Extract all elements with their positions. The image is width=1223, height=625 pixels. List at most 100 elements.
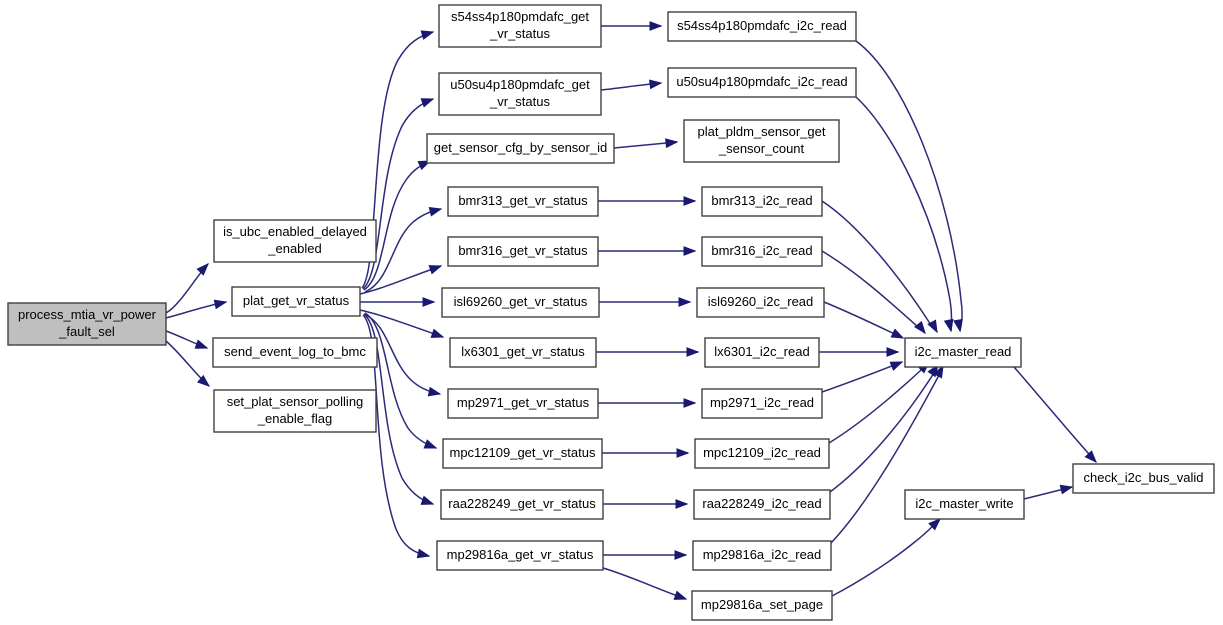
arrowhead-icon bbox=[1084, 450, 1097, 464]
node-isl69260_i2c_read[interactable]: isl69260_i2c_read bbox=[696, 287, 825, 318]
node-mp29816a_i2c_read[interactable]: mp29816a_i2c_read bbox=[692, 540, 832, 571]
node-mp29816a_get_vr_status[interactable]: mp29816a_get_vr_status bbox=[436, 540, 604, 571]
arrowhead-icon bbox=[197, 374, 211, 387]
arrowhead-icon bbox=[648, 79, 663, 90]
node-box[interactable] bbox=[667, 67, 857, 98]
arrowhead-icon bbox=[428, 207, 443, 217]
node-box[interactable] bbox=[447, 186, 599, 217]
node-box[interactable] bbox=[696, 287, 825, 318]
edge-mp29816a_get_vr_status-to-mp29816a_set_page bbox=[602, 567, 687, 600]
node-box[interactable] bbox=[441, 287, 600, 318]
edge-s54ss4p180pmdafc_i2c_read-to-i2c_master_read bbox=[855, 40, 963, 332]
node-mp2971_get_vr_status[interactable]: mp2971_get_vr_status bbox=[447, 388, 599, 419]
node-bmr313_get_vr_status[interactable]: bmr313_get_vr_status bbox=[447, 186, 599, 217]
node-box[interactable] bbox=[693, 489, 831, 520]
arrowhead-icon bbox=[686, 347, 700, 357]
node-box[interactable] bbox=[904, 489, 1025, 520]
node-is_ubc_enabled_delayed_enabled[interactable]: is_ubc_enabled_delayed_enabled bbox=[213, 219, 377, 263]
node-box[interactable] bbox=[436, 540, 604, 571]
node-box[interactable] bbox=[426, 133, 615, 164]
node-plat_pldm_sensor_get_sensor_count[interactable]: plat_pldm_sensor_get_sensor_count bbox=[683, 119, 840, 163]
arrowhead-icon bbox=[213, 299, 228, 310]
arrowhead-icon bbox=[953, 318, 963, 333]
arrowhead-icon bbox=[416, 548, 431, 559]
node-lx6301_get_vr_status[interactable]: lx6301_get_vr_status bbox=[449, 337, 597, 368]
arrowhead-icon bbox=[928, 518, 942, 531]
node-i2c_master_write[interactable]: i2c_master_write bbox=[904, 489, 1025, 520]
node-mpc12109_get_vr_status[interactable]: mpc12109_get_vr_status bbox=[442, 438, 603, 469]
arrowhead-icon bbox=[673, 590, 688, 600]
node-box[interactable] bbox=[701, 236, 823, 267]
arrowhead-icon bbox=[683, 246, 697, 256]
node-box[interactable] bbox=[1072, 463, 1215, 494]
node-box[interactable] bbox=[683, 119, 840, 163]
node-box[interactable] bbox=[440, 489, 604, 520]
node-isl69260_get_vr_status[interactable]: isl69260_get_vr_status bbox=[441, 287, 600, 318]
node-plat_get_vr_status[interactable]: plat_get_vr_status bbox=[231, 286, 361, 317]
arrowhead-icon bbox=[914, 320, 926, 335]
node-bmr316_get_vr_status[interactable]: bmr316_get_vr_status bbox=[447, 236, 599, 267]
node-i2c_master_read[interactable]: i2c_master_read bbox=[904, 337, 1022, 368]
node-box[interactable] bbox=[213, 389, 377, 433]
arrowhead-icon bbox=[420, 30, 435, 40]
node-box[interactable] bbox=[212, 337, 378, 368]
node-box[interactable] bbox=[438, 72, 602, 116]
node-u50su4p180pmdafc_get_vr_status[interactable]: u50su4p180pmdafc_get_vr_status bbox=[438, 72, 602, 116]
node-box[interactable] bbox=[447, 236, 599, 267]
arrowhead-icon bbox=[665, 138, 679, 149]
node-box[interactable] bbox=[449, 337, 597, 368]
node-box[interactable] bbox=[447, 388, 599, 419]
arrowhead-icon bbox=[890, 328, 905, 339]
edge-plat_get_vr_status-to-lx6301_get_vr_status bbox=[359, 309, 444, 338]
node-box[interactable] bbox=[691, 590, 833, 621]
node-box[interactable] bbox=[692, 540, 832, 571]
arrowheads-layer bbox=[194, 21, 1097, 600]
node-check_i2c_bus_valid[interactable]: check_i2c_bus_valid bbox=[1072, 463, 1215, 494]
node-s54ss4p180pmdafc_i2c_read[interactable]: s54ss4p180pmdafc_i2c_read bbox=[667, 11, 857, 42]
arrowhead-icon bbox=[683, 196, 697, 206]
node-bmr316_i2c_read[interactable]: bmr316_i2c_read bbox=[701, 236, 823, 267]
node-box[interactable] bbox=[701, 388, 823, 419]
node-lx6301_i2c_read[interactable]: lx6301_i2c_read bbox=[704, 337, 820, 368]
node-set_plat_sensor_polling_enable_flag[interactable]: set_plat_sensor_polling_enable_flag bbox=[213, 389, 377, 433]
arrowhead-icon bbox=[889, 361, 904, 371]
node-box[interactable] bbox=[694, 438, 830, 469]
arrowhead-icon bbox=[430, 328, 445, 338]
edge-u50su4p180pmdafc_i2c_read-to-i2c_master_read bbox=[855, 96, 953, 332]
arrowhead-icon bbox=[420, 495, 435, 505]
arrowhead-icon bbox=[943, 318, 954, 333]
node-raa228249_i2c_read[interactable]: raa228249_i2c_read bbox=[693, 489, 831, 520]
node-mpc12109_i2c_read[interactable]: mpc12109_i2c_read bbox=[694, 438, 830, 469]
arrowhead-icon bbox=[1059, 484, 1074, 495]
node-mp2971_i2c_read[interactable]: mp2971_i2c_read bbox=[701, 388, 823, 419]
arrowhead-icon bbox=[649, 21, 663, 31]
edge-plat_get_vr_status-to-mpc12109_get_vr_status bbox=[364, 312, 437, 449]
node-mp29816a_set_page[interactable]: mp29816a_set_page bbox=[691, 590, 833, 621]
node-raa228249_get_vr_status[interactable]: raa228249_get_vr_status bbox=[440, 489, 604, 520]
node-box[interactable] bbox=[213, 219, 377, 263]
node-get_sensor_cfg_by_sensor_id[interactable]: get_sensor_cfg_by_sensor_id bbox=[426, 133, 615, 164]
arrowhead-icon bbox=[675, 499, 689, 509]
edge-bmr313_i2c_read-to-i2c_master_read bbox=[821, 200, 938, 333]
arrowhead-icon bbox=[927, 319, 938, 334]
node-box[interactable] bbox=[442, 438, 603, 469]
node-s54ss4p180pmdafc_get_vr_status[interactable]: s54ss4p180pmdafc_get_vr_status bbox=[438, 4, 602, 48]
node-process_mtia_vr_power_fault_sel[interactable]: process_mtia_vr_power_fault_sel bbox=[7, 302, 167, 346]
edges-layer bbox=[165, 25, 1097, 600]
node-box[interactable] bbox=[667, 11, 857, 42]
node-send_event_log_to_bmc[interactable]: send_event_log_to_bmc bbox=[212, 337, 378, 368]
edge-bmr316_i2c_read-to-i2c_master_read bbox=[821, 250, 926, 334]
edge-i2c_master_read-to-check_i2c_bus_valid bbox=[1013, 366, 1097, 463]
arrowhead-icon bbox=[678, 297, 692, 307]
edge-mp2971_i2c_read-to-mp2971_to_master bbox=[821, 361, 903, 393]
node-u50su4p180pmdafc_i2c_read[interactable]: u50su4p180pmdafc_i2c_read bbox=[667, 67, 857, 98]
node-box[interactable] bbox=[7, 302, 167, 346]
node-bmr313_i2c_read[interactable]: bmr313_i2c_read bbox=[701, 186, 823, 217]
node-box[interactable] bbox=[231, 286, 361, 317]
arrowhead-icon bbox=[420, 98, 435, 108]
node-box[interactable] bbox=[701, 186, 823, 217]
node-box[interactable] bbox=[904, 337, 1022, 368]
node-box[interactable] bbox=[438, 4, 602, 48]
node-box[interactable] bbox=[704, 337, 820, 368]
